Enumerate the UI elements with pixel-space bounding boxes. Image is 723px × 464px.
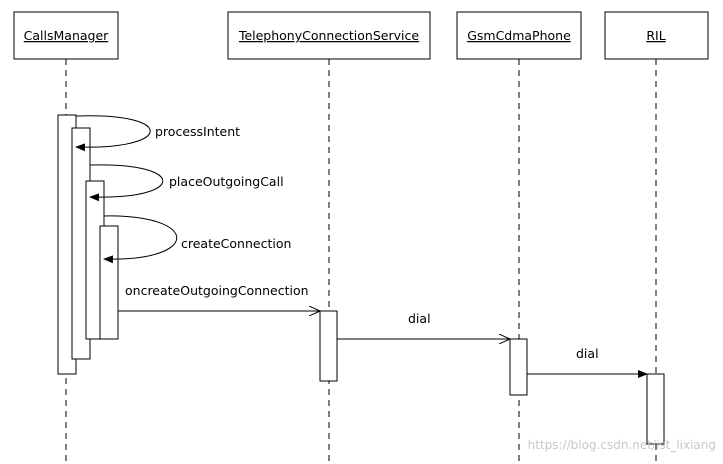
participant-label: TelephonyConnectionService <box>238 28 419 43</box>
participant-box <box>227 11 431 60</box>
message-arrow <box>103 215 178 264</box>
participant-telephonyconnectionservice: TelephonyConnectionService <box>227 11 431 60</box>
message-label: createConnection <box>181 236 291 251</box>
activation-gsmcdmaphone <box>509 338 528 396</box>
participant-ril: RIL <box>604 11 709 60</box>
activation-telephonyconnectionservice <box>319 310 338 382</box>
watermark-text: https://blog.csdn.net/ist_lixiang <box>528 438 716 452</box>
participant-label: RIL <box>646 28 665 43</box>
activation-ril <box>646 373 665 445</box>
participant-label: CallsManager <box>24 28 109 43</box>
message-label: processIntent <box>155 124 240 139</box>
message-dial-ril: dial <box>527 346 648 378</box>
participant-box <box>456 11 582 60</box>
participant-box <box>13 11 119 60</box>
message-placeoutgoingcall: placeOutgoingCall <box>89 164 284 202</box>
activation-callsmanager-4 <box>99 225 119 340</box>
message-processintent: processIntent <box>75 115 240 152</box>
message-label: dial <box>576 346 599 361</box>
message-arrow <box>89 164 164 202</box>
message-label: oncreateOutgoingConnection <box>125 283 309 298</box>
message-arrow <box>75 115 151 152</box>
participant-label: GsmCdmaPhone <box>467 28 571 43</box>
participant-callsmanager: CallsManager <box>13 11 119 60</box>
message-dial-gsmcdmaphone: dial <box>337 311 510 339</box>
message-label: placeOutgoingCall <box>169 174 284 189</box>
message-label: dial <box>408 311 431 326</box>
message-oncreateoutgoingconnection: oncreateOutgoingConnection <box>118 283 320 311</box>
message-createconnection: createConnection <box>103 215 291 264</box>
participant-gsmcdmaphone: GsmCdmaPhone <box>456 11 582 60</box>
